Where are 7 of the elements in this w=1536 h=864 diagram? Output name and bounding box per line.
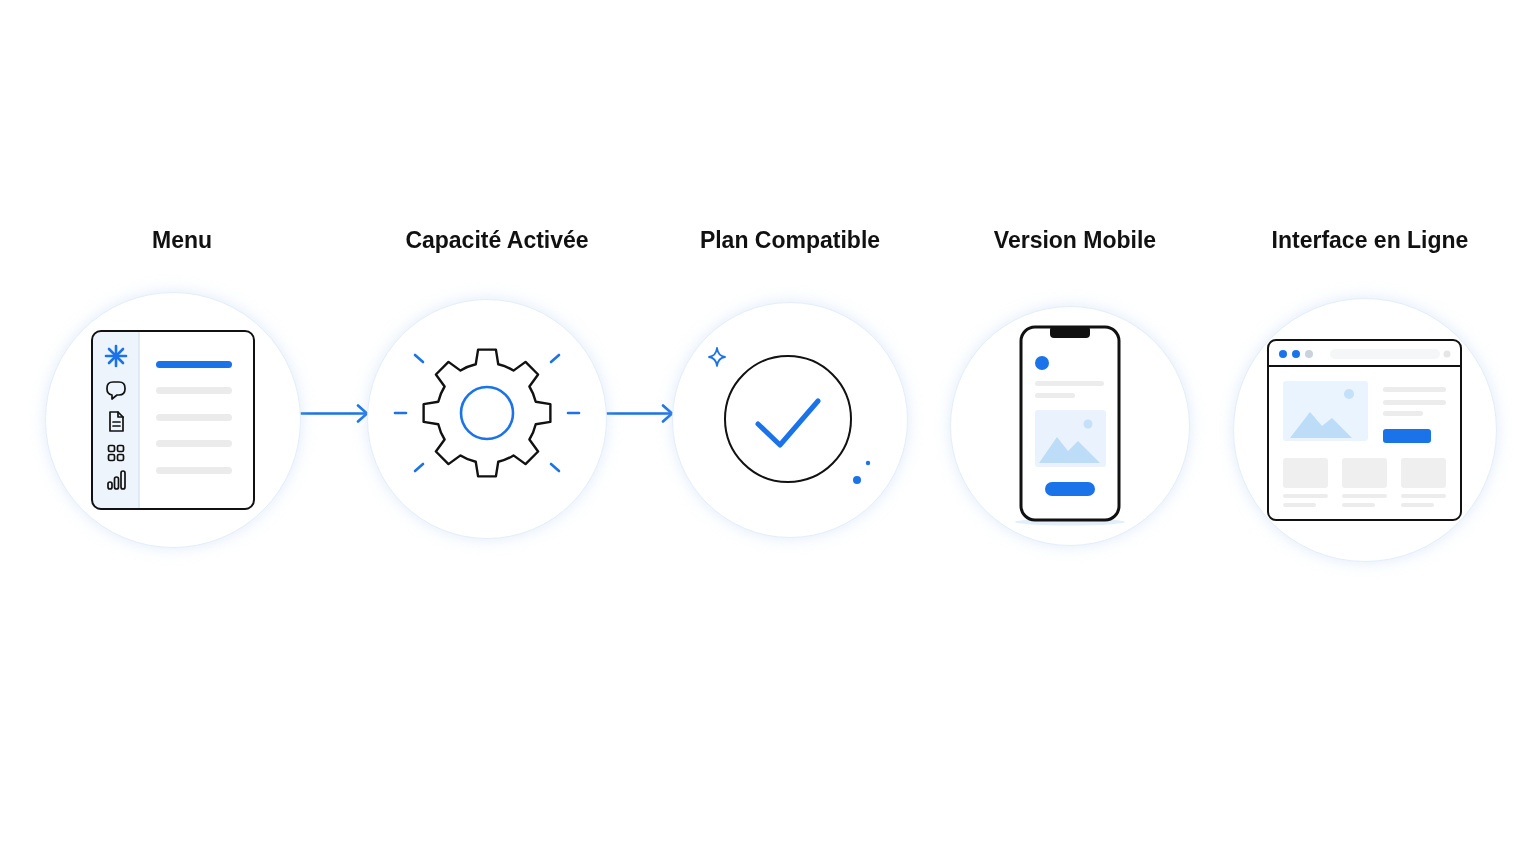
step-title: Interface en Ligne: [1271, 226, 1469, 255]
arrow: [605, 404, 674, 423]
step-title: Menu: [151, 226, 213, 255]
arrow: [299, 404, 369, 423]
step-title: Version Mobile: [993, 226, 1157, 255]
step-title: Capacité Activée: [405, 226, 589, 255]
step-title: Plan Compatible: [699, 226, 881, 255]
